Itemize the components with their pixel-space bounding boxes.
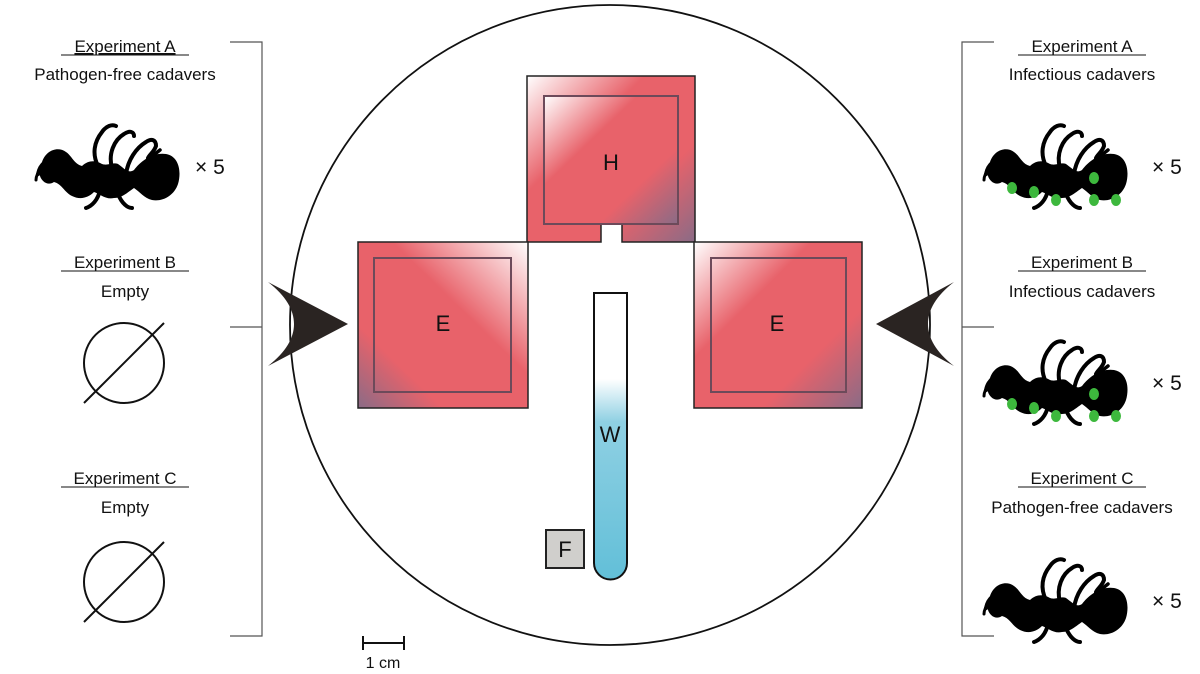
left-exit-chamber: E — [357, 241, 529, 409]
right-experiment-c-content: Pathogen-free cadavers — [991, 498, 1172, 517]
right-experiment-c-count: × 5 — [1152, 590, 1182, 613]
ant-cadaver-icon — [982, 557, 1130, 644]
left-experiment-c-title: Experiment C — [74, 469, 177, 488]
scale-bar: 1 cm — [362, 636, 405, 672]
right-experiment-a-title: Experiment A — [1031, 37, 1133, 56]
left-bracket — [230, 41, 263, 637]
right-experiment-b-count: × 5 — [1152, 372, 1182, 395]
left-experiment-b-title: Experiment B — [74, 253, 176, 272]
left-experiment-c-content: Empty — [101, 498, 150, 517]
scale-bar-label: 1 cm — [366, 655, 401, 672]
water-tube: W — [593, 292, 628, 581]
left-experiment-a-content: Pathogen-free cadavers — [34, 65, 215, 84]
right-bracket — [961, 41, 994, 637]
right-experiment-b-content: Infectious cadavers — [1009, 282, 1155, 301]
right-experiment-a-content: Infectious cadavers — [1009, 65, 1155, 84]
right-entry-arrow-icon — [876, 282, 954, 366]
home-chamber-label: H — [603, 150, 619, 175]
left-entry-arrow-icon — [268, 282, 348, 366]
right-panel: Experiment A Infectious cadavers × 5 Exp… — [961, 37, 1182, 644]
arena: H E E W F — [268, 4, 954, 646]
food-block: F — [545, 529, 585, 569]
empty-set-icon — [83, 322, 165, 404]
ant-cadaver-icon — [34, 123, 182, 210]
right-experiment-b-title: Experiment B — [1031, 253, 1133, 272]
right-exit-chamber-label: E — [770, 311, 785, 336]
right-exit-chamber: E — [693, 241, 863, 409]
food-label: F — [558, 537, 571, 562]
empty-set-icon — [83, 541, 165, 623]
right-experiment-a-count: × 5 — [1152, 156, 1182, 179]
left-exit-chamber-label: E — [436, 311, 451, 336]
home-chamber: H — [526, 75, 696, 243]
left-experiment-b-content: Empty — [101, 282, 150, 301]
left-experiment-a-count: × 5 — [195, 156, 225, 179]
left-experiment-a-title: Experiment A — [74, 37, 176, 56]
right-experiment-c-title: Experiment C — [1031, 469, 1134, 488]
infected-ant-cadaver-icon — [982, 339, 1130, 426]
left-panel: Experiment A Pathogen-free cadavers × 5 … — [34, 37, 263, 637]
infected-ant-cadaver-icon — [982, 123, 1130, 210]
water-label: W — [600, 422, 621, 447]
